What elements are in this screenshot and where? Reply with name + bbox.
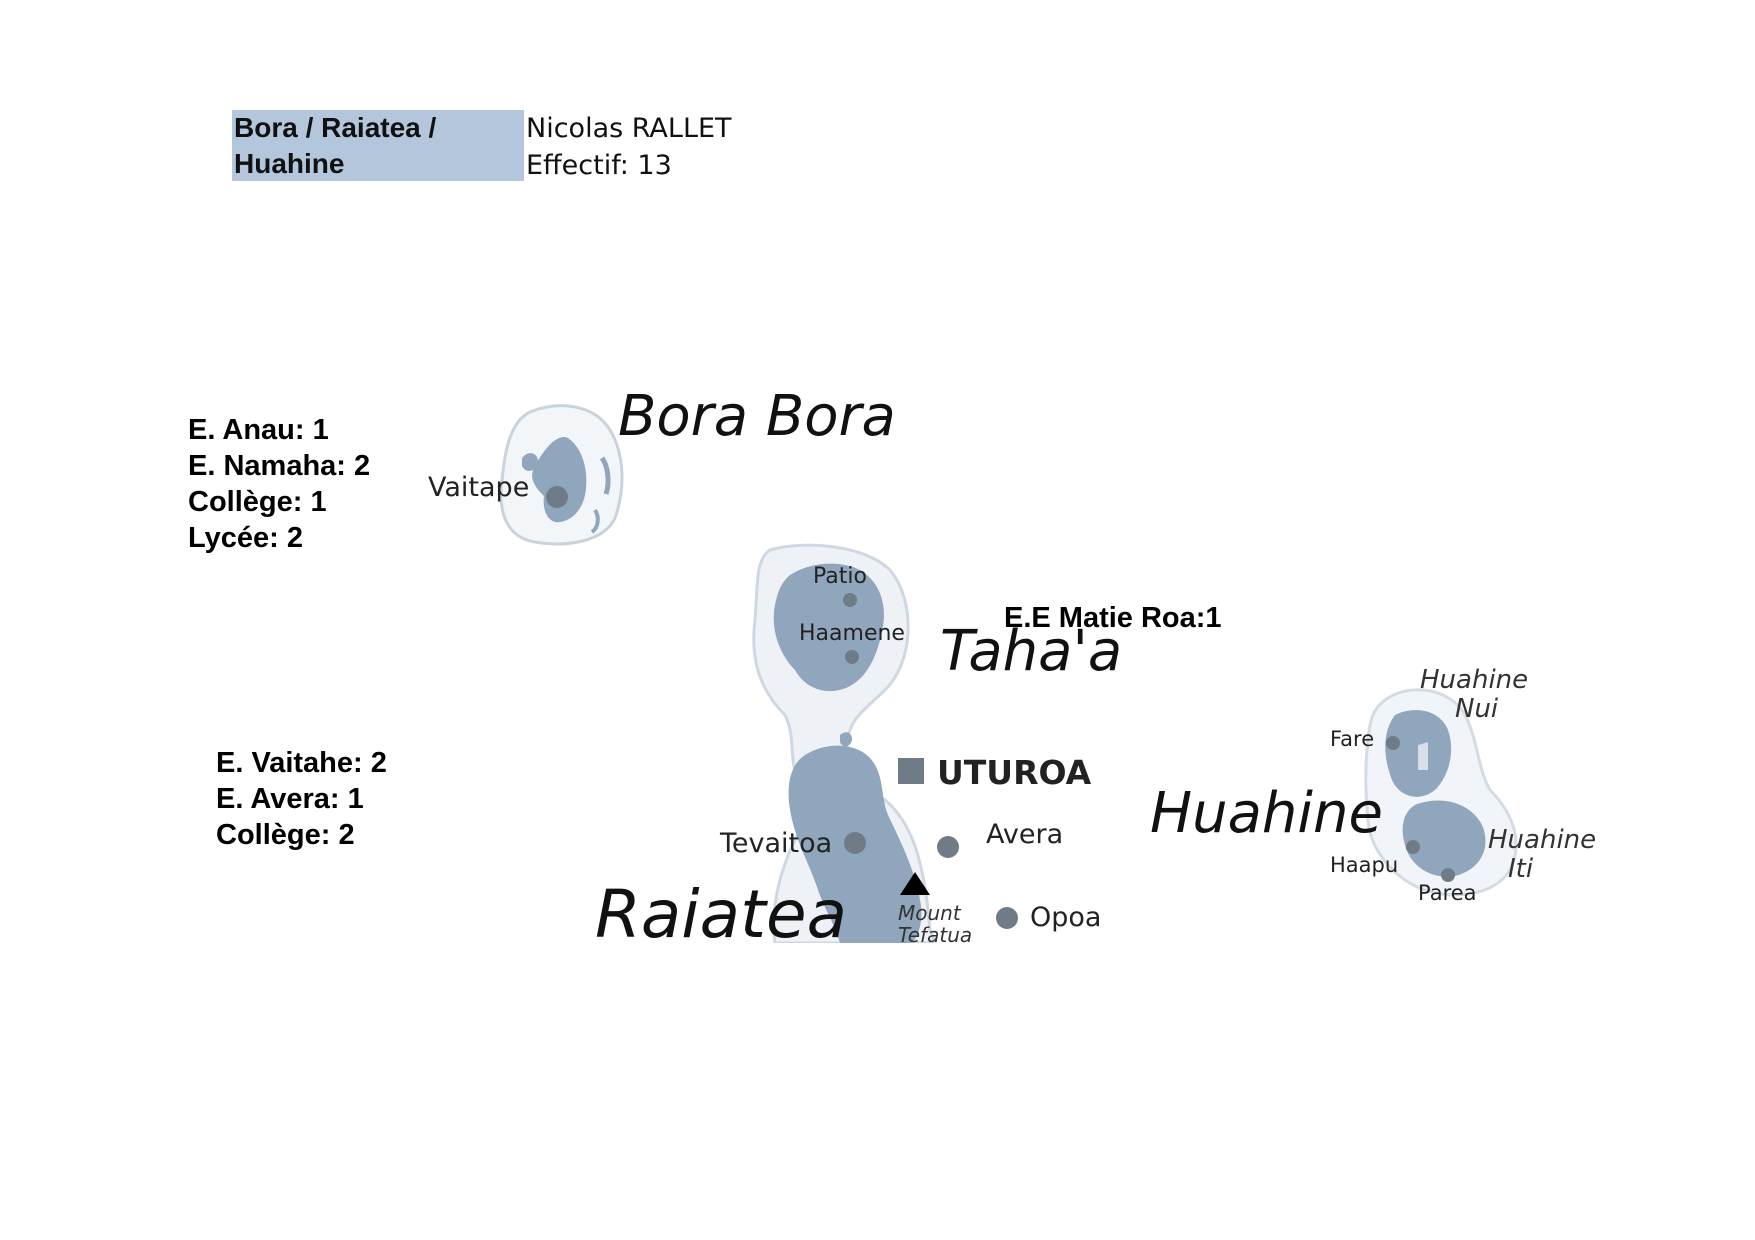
region-title: Bora / Raiatea / Huahine [234, 112, 437, 179]
label-patio: Patio [813, 564, 867, 589]
label-huahine-nui-2: Nui [1455, 694, 1499, 724]
label-haapu: Haapu [1330, 853, 1398, 877]
mountain-icon [900, 872, 930, 895]
label-haamene: Haamene [799, 621, 905, 646]
region-header-background [232, 110, 524, 181]
label-huahine-iti-1: Huahine [1488, 825, 1596, 855]
effectif-count: Effectif: 13 [526, 150, 672, 181]
tahaa-stat: E.E Matie Roa:1 [1004, 602, 1222, 634]
stat-line: E. Namaha: 2 [188, 450, 371, 482]
stat-line: Lycée: 2 [188, 522, 303, 554]
tevaitoa-marker [844, 832, 866, 854]
opoa-marker [996, 907, 1018, 929]
stat-line: E. Vaitahe: 2 [216, 747, 387, 779]
label-huahine: Huahine [1150, 781, 1383, 846]
bora-bora-island [499, 404, 624, 546]
label-raiatea: Raiatea [595, 876, 847, 943]
label-mount: Mount [898, 901, 962, 925]
label-bora-bora: Bora Bora [618, 384, 896, 449]
huahine-island [1364, 688, 1518, 897]
stat-line: Collège: 2 [216, 819, 355, 851]
label-avera: Avera [986, 819, 1063, 850]
label-tahaa: Taha'a [940, 619, 1122, 684]
label-uturoa: UTUROA [937, 753, 1092, 792]
stat-line: E. Anau: 1 [188, 414, 329, 446]
label-fare: Fare [1330, 727, 1374, 751]
haapu-marker [1406, 840, 1420, 854]
bora-bora-stats: E. Anau: 1 E. Namaha: 2 Collège: 1 Lycée… [188, 412, 370, 556]
raiatea-stats: E. Vaitahe: 2 E. Avera: 1 Collège: 2 [216, 745, 387, 853]
stat-line: E. Avera: 1 [216, 783, 364, 815]
uturoa-marker [898, 758, 924, 784]
person-name: Nicolas RALLET [526, 113, 732, 144]
label-huahine-nui-1: Huahine [1420, 665, 1528, 695]
header-info: Nicolas RALLET Effectif: 13 [526, 110, 732, 184]
fare-marker [1386, 736, 1400, 750]
vaitape-marker [546, 486, 568, 508]
tahaa-raiatea-lagoon [752, 543, 937, 943]
haamene-marker [845, 650, 859, 664]
label-tevaitoa: Tevaitoa [719, 828, 832, 859]
label-opoa: Opoa [1030, 902, 1101, 933]
leeward-islands-map: Bora Bora Vaitape Patio Haamene Taha'a U… [410, 370, 1610, 943]
patio-marker [843, 593, 857, 607]
label-huahine-iti-2: Iti [1508, 854, 1534, 884]
avera-marker [937, 836, 959, 858]
label-tefatua: Tefatua [898, 923, 972, 943]
stat-line: Collège: 1 [188, 486, 327, 518]
label-vaitape: Vaitape [428, 472, 529, 503]
label-parea: Parea [1418, 881, 1477, 905]
parea-marker [1441, 868, 1455, 882]
